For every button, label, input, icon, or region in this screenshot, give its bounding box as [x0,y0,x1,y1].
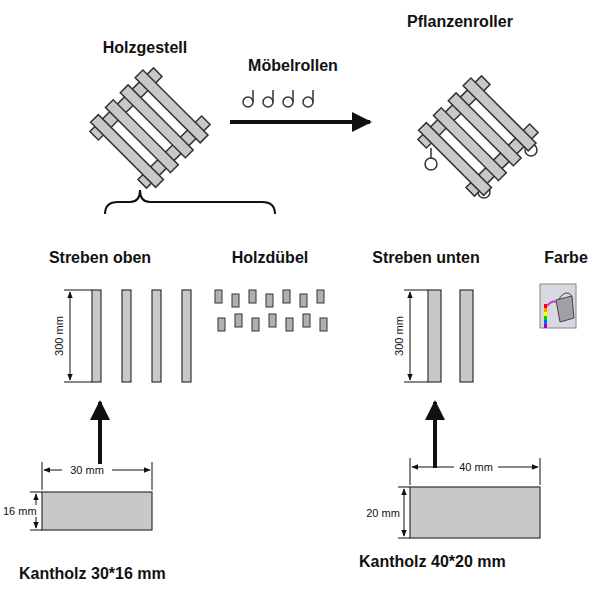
extension-line [404,382,428,383]
extension-line [152,462,153,490]
material-label: Kantholz 30*16 mm [18,565,167,583]
lower-struts [428,290,473,382]
caster-icons [243,90,313,107]
extension-line [42,462,43,490]
extension-line [64,382,92,383]
cross-section [410,487,540,538]
dimension-line [112,470,150,471]
part-title: Holzgestell [102,39,188,57]
extension-line [30,530,42,531]
extension-line [30,492,42,493]
plant-roller [414,72,543,201]
dimension-line [404,489,405,536]
upper-struts [92,290,191,382]
extension-line [410,458,411,485]
extension-line [404,290,428,291]
source-arrow [98,402,102,468]
part-title: Pflanzenroller [406,13,514,31]
cross-section [42,492,152,530]
extension-line [398,538,410,539]
extension-line [64,290,92,291]
dimension-line [44,470,62,471]
extension-line [540,458,541,485]
part-title: Möbelrollen [247,57,339,75]
dimension-label: 20 mm [365,507,401,519]
paint-icon [540,284,576,328]
dimension-label: 30 mm [69,464,105,476]
dimension-line [410,292,411,380]
part-title: Streben oben [48,249,152,267]
part-title: Holzdübel [231,249,309,267]
brace [105,190,275,214]
wood-frame [86,64,215,193]
dimension-label: 40 mm [458,461,494,473]
source-arrow [433,402,437,468]
dimension-label: 300 mm [53,315,65,357]
dimension-line [498,467,538,468]
extension-line [398,487,410,488]
part-title: Streben unten [371,249,481,267]
part-title: Farbe [543,249,589,267]
dimension-label: 16 mm [2,505,38,517]
dowels [215,290,327,331]
material-label: Kantholz 40*20 mm [358,553,507,571]
dimension-line [412,467,454,468]
dimension-label: 300 mm [393,315,405,357]
dimension-line [70,292,71,380]
process-arrow [230,120,370,124]
